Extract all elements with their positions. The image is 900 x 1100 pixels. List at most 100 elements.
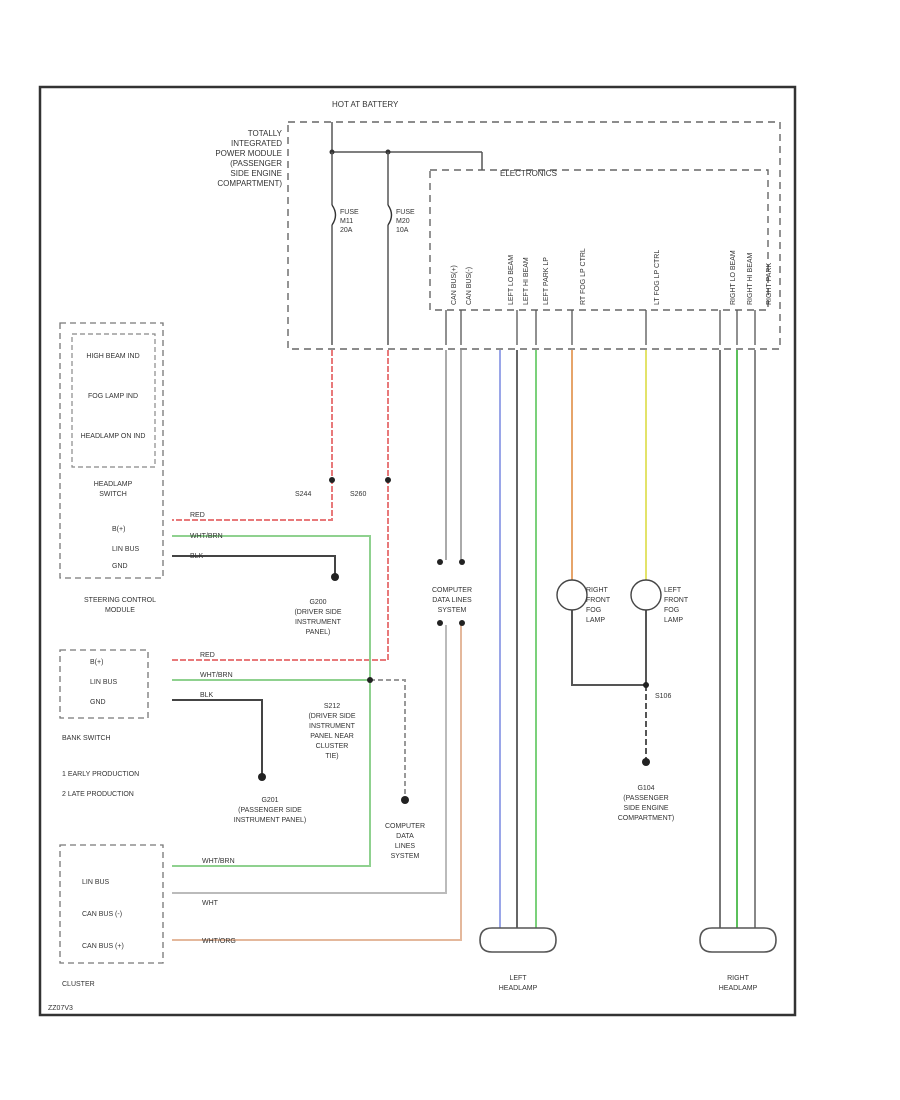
fuse-m11-icon: [331, 204, 337, 226]
tipm-output-labels: CAN BUS(+) CAN BUS(-) LEFT LO BEAM LEFT …: [451, 248, 773, 305]
svg-text:INSTRUMENT: INSTRUMENT: [295, 619, 342, 626]
svg-text:G200: G200: [309, 599, 326, 606]
svg-text:WHT/BRN: WHT/BRN: [190, 533, 223, 540]
splice-s106-label: S106: [655, 693, 671, 700]
ground-g201-icon: [258, 773, 266, 781]
page-code: ZZ07V3: [48, 1005, 73, 1012]
svg-text:HEADLAMP: HEADLAMP: [499, 985, 538, 992]
note-late-production: 2 LATE PRODUCTION: [62, 791, 134, 798]
svg-text:CLUSTER: CLUSTER: [62, 981, 95, 988]
svg-text:RIGHT PARK: RIGHT PARK: [766, 263, 773, 305]
svg-text:RIGHT: RIGHT: [586, 587, 609, 594]
svg-text:WHT/BRN: WHT/BRN: [202, 858, 235, 865]
svg-text:FRONT: FRONT: [664, 597, 689, 604]
svg-text:CLUSTER: CLUSTER: [316, 743, 349, 750]
ground-g104-label: G104 (PASSENGER SIDE ENGINE COMPARTMENT): [618, 785, 675, 822]
svg-text:WHT: WHT: [202, 900, 219, 907]
svg-text:CAN BUS (+): CAN BUS (+): [82, 943, 124, 950]
svg-text:TOTALLY: TOTALLY: [248, 129, 283, 138]
splice-s260-label: S260: [350, 491, 366, 498]
svg-text:S212: S212: [324, 703, 340, 710]
svg-text:SIDE ENGINE: SIDE ENGINE: [230, 169, 282, 178]
svg-text:HIGH BEAM IND: HIGH BEAM IND: [86, 353, 139, 360]
svg-text:RIGHT HI BEAM: RIGHT HI BEAM: [747, 252, 754, 305]
svg-text:LEFT HI BEAM: LEFT HI BEAM: [523, 257, 530, 305]
svg-text:FUSE: FUSE: [396, 209, 415, 216]
electronics-label: ELECTRONICS: [500, 169, 557, 178]
ground-g200-icon: [331, 573, 339, 581]
svg-text:DATA LINES: DATA LINES: [432, 597, 472, 604]
ground-g201-label: G201 (PASSENGER SIDE INSTRUMENT PANEL): [234, 797, 306, 824]
svg-text:GND: GND: [112, 563, 128, 570]
splice-s212-label: S212 (DRIVER SIDE INSTRUMENT PANEL NEAR …: [308, 703, 355, 760]
svg-text:PANEL): PANEL): [306, 629, 331, 636]
svg-text:LIN BUS: LIN BUS: [90, 679, 118, 686]
svg-text:LEFT PARK LP: LEFT PARK LP: [543, 257, 550, 305]
svg-text:DATA: DATA: [396, 833, 414, 840]
svg-text:SYSTEM: SYSTEM: [438, 607, 467, 614]
fuse-m11-label: FUSE M11 20A: [340, 209, 359, 234]
svg-text:STEERING CONTROL: STEERING CONTROL: [84, 597, 156, 604]
note-early-production: 1 EARLY PRODUCTION: [62, 771, 139, 778]
svg-text:TIE): TIE): [325, 753, 338, 760]
svg-text:INSTRUMENT: INSTRUMENT: [309, 723, 356, 730]
data-lines-connector-label: COMPUTER DATA LINES SYSTEM: [432, 587, 472, 614]
svg-text:FUSE: FUSE: [340, 209, 359, 216]
svg-text:RED: RED: [190, 512, 205, 519]
svg-text:M20: M20: [396, 218, 410, 225]
svg-text:HEADLAMP: HEADLAMP: [94, 481, 133, 488]
svg-text:GND: GND: [90, 699, 106, 706]
ground-g200-label: G200 (DRIVER SIDE INSTRUMENT PANEL): [294, 599, 341, 636]
svg-text:HEADLAMP ON IND: HEADLAMP ON IND: [81, 433, 146, 440]
svg-text:FOG: FOG: [664, 607, 679, 614]
svg-text:MODULE: MODULE: [105, 607, 135, 614]
headlamp-icon: [699, 927, 777, 953]
svg-text:G201: G201: [261, 797, 278, 804]
fog-lamp-icon: [630, 579, 662, 611]
svg-text:LIN BUS: LIN BUS: [82, 879, 110, 886]
electronics-box: [429, 169, 769, 311]
data-lines-connector-icon: [401, 796, 409, 804]
tipm-label: TOTALLY INTEGRATED POWER MODULE (PASSENG…: [215, 129, 282, 188]
svg-text:LAMP: LAMP: [586, 617, 605, 624]
svg-text:WHT/ORG: WHT/ORG: [202, 938, 236, 945]
svg-text:(PASSENGER: (PASSENGER: [230, 159, 282, 168]
svg-text:B(+): B(+): [112, 526, 125, 533]
steering-control-module: HIGH BEAM IND FOG LAMP IND HEADLAMP ON I…: [59, 322, 223, 614]
svg-text:LINES: LINES: [395, 843, 416, 850]
svg-text:CAN BUS(+): CAN BUS(+): [451, 265, 458, 305]
svg-text:SIDE ENGINE: SIDE ENGINE: [623, 805, 668, 812]
diagram-frame: [38, 85, 797, 1017]
svg-text:HEADLAMP: HEADLAMP: [719, 985, 758, 992]
fog-lamp-icon: [556, 579, 588, 611]
svg-text:CAN BUS (-): CAN BUS (-): [82, 911, 122, 918]
svg-text:LEFT LO BEAM: LEFT LO BEAM: [508, 255, 515, 305]
svg-text:B(+): B(+): [90, 659, 103, 666]
svg-text:LT FOG LP CTRL: LT FOG LP CTRL: [654, 250, 661, 305]
svg-text:FOG: FOG: [586, 607, 601, 614]
svg-text:RED: RED: [200, 652, 215, 659]
svg-text:LAMP: LAMP: [664, 617, 683, 624]
svg-text:LEFT: LEFT: [509, 975, 527, 982]
svg-text:G104: G104: [637, 785, 654, 792]
svg-text:RIGHT LO BEAM: RIGHT LO BEAM: [730, 250, 737, 305]
svg-text:BLK: BLK: [200, 692, 214, 699]
svg-text:COMPUTER: COMPUTER: [432, 587, 472, 594]
svg-text:BLK: BLK: [190, 553, 204, 560]
fuse-m20-label: FUSE M20 10A: [396, 209, 415, 234]
svg-text:RT FOG LP CTRL: RT FOG LP CTRL: [580, 248, 587, 305]
left-headlamp: LEFT HEADLAMP: [479, 927, 557, 992]
svg-text:INSTRUMENT PANEL): INSTRUMENT PANEL): [234, 817, 306, 824]
svg-text:(DRIVER SIDE: (DRIVER SIDE: [308, 713, 355, 720]
svg-text:INTEGRATED: INTEGRATED: [231, 139, 282, 148]
svg-text:RIGHT: RIGHT: [727, 975, 750, 982]
ground-g104-icon: [642, 758, 650, 766]
instrument-cluster: LIN BUS CAN BUS (-) CAN BUS (+) WHT/BRN …: [59, 844, 236, 988]
splice-points: [258, 477, 650, 804]
tipm-module: HOT AT BATTERY ELECTRONICS TOTALLY INTEG…: [215, 100, 781, 350]
hot-at-battery-label: HOT AT BATTERY: [332, 100, 399, 109]
svg-text:CAN BUS(-): CAN BUS(-): [466, 267, 473, 305]
svg-text:10A: 10A: [396, 227, 409, 234]
svg-text:COMPUTER: COMPUTER: [385, 823, 425, 830]
